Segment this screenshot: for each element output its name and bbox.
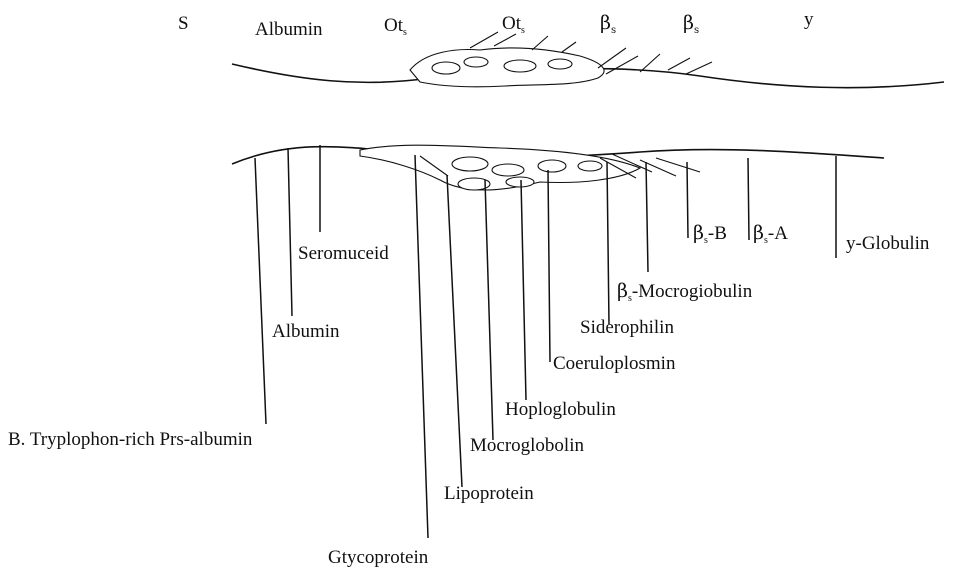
leader-coeruloplosmin (548, 170, 550, 362)
label-coeruloplosmin: Coeruloplosmin (553, 354, 675, 373)
top-label-albumin: Albumin (255, 20, 323, 39)
top-label-y: y (804, 10, 814, 29)
label-y-globulin: y-Globulin (846, 234, 929, 253)
top-label-beta-1: βs (600, 14, 616, 36)
label-hoploglobulin: Hoploglobulin (505, 400, 616, 419)
leader-beta-b (687, 162, 688, 238)
label-albumin: Albumin (272, 322, 340, 341)
leader-siderophilin (607, 162, 609, 324)
leader-lines (255, 145, 836, 538)
leader-beta-a (748, 158, 749, 240)
label-lipoprotein: Lipoprotein (444, 484, 534, 503)
top-label-alpha-2: Ots (502, 14, 525, 36)
leader-hoploglobulin (521, 180, 526, 400)
label-mocroglobolin: Mocroglobolin (470, 436, 584, 455)
label-siderophilin: Siderophilin (580, 318, 674, 337)
label-gtycoprotein: Gtycoprotein (328, 548, 428, 567)
label-beta-a: βs-A (753, 224, 788, 246)
leader-albumin (288, 148, 292, 316)
top-label-s: S (178, 14, 189, 33)
leader-lipoprotein (447, 175, 462, 487)
leader-tryplophon (255, 158, 266, 424)
label-tryplophon-rich-prealbumin: B. Tryplophon-rich Prs-albumin (8, 430, 252, 449)
top-label-beta-2: βs (683, 14, 699, 36)
leader-gtycoprotein (415, 155, 428, 538)
top-strip-pattern (410, 32, 712, 87)
label-seromuceid: Seromuceid (298, 244, 389, 263)
top-label-alpha-1: Ots (384, 16, 407, 38)
leader-mocroglobolin (485, 180, 493, 440)
label-beta-macroglobulin: βs-Mocrogiobulin (617, 282, 752, 304)
leader-macroglobulin (646, 162, 648, 272)
label-beta-b: βs-B (693, 224, 727, 246)
